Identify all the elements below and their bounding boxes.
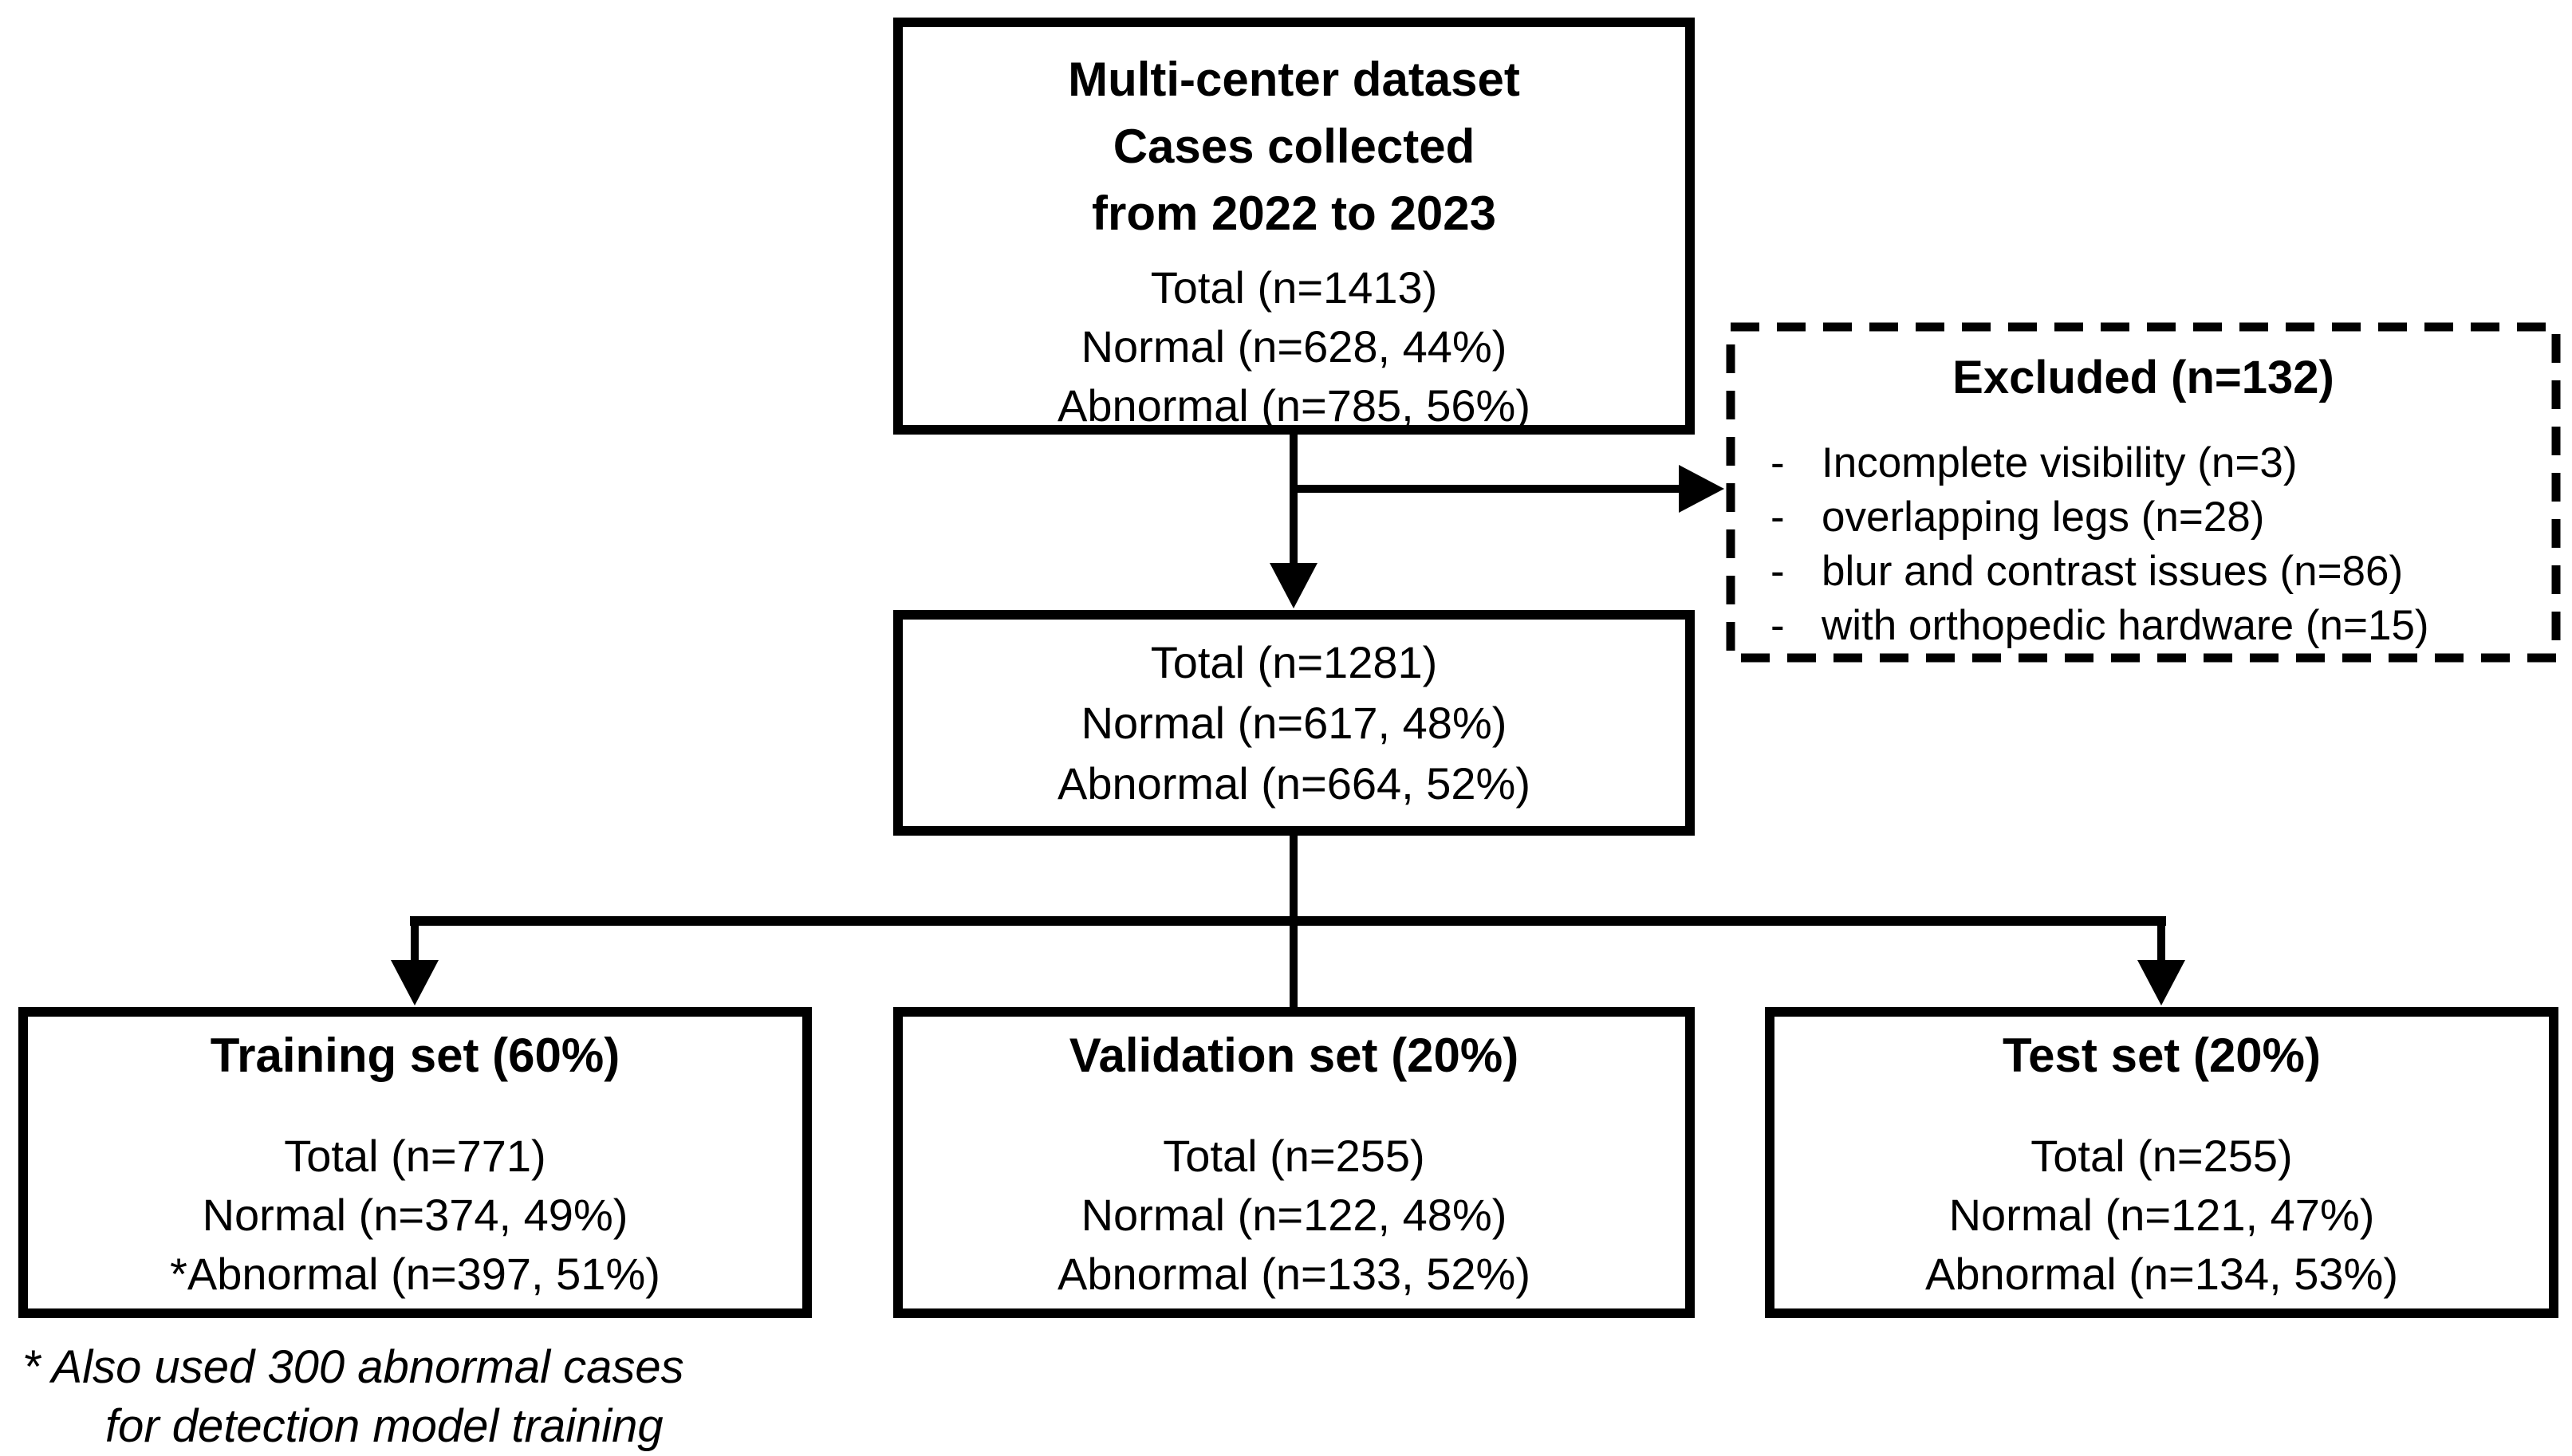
test-set-stats: Total (n=255) Normal (n=121, 47%) Abnorm… (1925, 1127, 2398, 1304)
test-set-title: Test set (20%) (2002, 1029, 2322, 1082)
stat-abnormal: Abnormal (n=134, 53%) (1924, 1249, 2398, 1299)
stat-total: Total (n=1281) (1150, 636, 1438, 687)
stat-normal: Normal (n=121, 47%) (1948, 1190, 2375, 1240)
source-dataset-box: Multi-center dataset Cases collected fro… (893, 18, 1695, 435)
dash-bullet: - (1770, 548, 1785, 595)
excluded-reason-item: - Incomplete visibility (n=3) (1770, 436, 2556, 490)
stat-total: Total (n=1413) (1150, 262, 1438, 313)
stat-abnormal: Abnormal (n=785, 56%) (1057, 380, 1530, 431)
stat-normal: Normal (n=374, 49%) (202, 1190, 628, 1240)
excluded-reason-item: - blur and contrast issues (n=86) (1770, 545, 2556, 599)
excluded-box: Excluded (n=132) - Incomplete visibility… (1731, 327, 2556, 658)
stat-normal: Normal (n=617, 48%) (1081, 697, 1507, 748)
stat-total: Total (n=771) (284, 1131, 546, 1181)
source-title-line-3: from 2022 to 2023 (1092, 187, 1496, 240)
excluded-reason-text: Incomplete visibility (n=3) (1822, 439, 2298, 486)
training-set-stats: Total (n=771) Normal (n=374, 49%) *Abnor… (170, 1127, 660, 1304)
dash-bullet: - (1770, 439, 1785, 486)
excluded-reason-text: with orthopedic hardware (n=15) (1822, 602, 2429, 649)
stat-abnormal: Abnormal (n=664, 52%) (1057, 758, 1530, 809)
source-title-line-2: Cases collected (1113, 120, 1475, 173)
arrowhead-right-icon (1679, 465, 1724, 513)
excluded-reason-text: blur and contrast issues (n=86) (1822, 548, 2404, 595)
excluded-reason-list: - Incomplete visibility (n=3) - overlapp… (1731, 436, 2556, 653)
training-set-box: Training set (60%) Total (n=771) Normal … (18, 1007, 812, 1318)
validation-set-stats: Total (n=255) Normal (n=122, 48%) Abnorm… (1058, 1127, 1530, 1304)
test-set-box: Test set (20%) Total (n=255) Normal (n=1… (1765, 1007, 2558, 1318)
stat-abnormal: Abnormal (n=133, 52%) (1057, 1249, 1530, 1299)
excluded-reason-item: - with orthopedic hardware (n=15) (1770, 599, 2556, 653)
excluded-reason-text: overlapping legs (n=28) (1822, 494, 2265, 541)
stat-abnormal: *Abnormal (n=397, 51%) (170, 1249, 660, 1299)
excluded-box-dashed-border (1726, 322, 2561, 663)
arrowhead-down-icon (1270, 563, 1318, 608)
stat-total: Total (n=255) (1163, 1131, 1425, 1181)
source-title-line-1: Multi-center dataset (1068, 53, 1520, 106)
stat-total: Total (n=255) (2030, 1131, 2293, 1181)
arrowhead-down-icon (2137, 960, 2185, 1005)
stat-normal: Normal (n=628, 44%) (1081, 321, 1507, 372)
filtered-dataset-box: Total (n=1281) Normal (n=617, 48%) Abnor… (893, 610, 1695, 836)
footnote-line-2: for detection model training (105, 1400, 664, 1452)
dash-bullet: - (1770, 494, 1785, 541)
validation-set-title: Validation set (20%) (1069, 1029, 1519, 1082)
excluded-title: Excluded (n=132) (1952, 352, 2334, 403)
source-dataset-title: Multi-center dataset Cases collected fro… (1068, 46, 1520, 247)
dash-bullet: - (1770, 602, 1785, 649)
source-dataset-stats: Total (n=1413) Normal (n=628, 44%) Abnor… (1058, 258, 1530, 435)
filtered-dataset-stats: Total (n=1281) Normal (n=617, 48%) Abnor… (1058, 632, 1530, 814)
training-set-title: Training set (60%) (210, 1029, 620, 1082)
excluded-reason-item: - overlapping legs (n=28) (1770, 490, 2556, 545)
arrowhead-down-icon (391, 960, 439, 1005)
stat-normal: Normal (n=122, 48%) (1081, 1190, 1507, 1240)
footnote: * Also used 300 abnormal cases for detec… (22, 1338, 684, 1456)
footnote-line-1: * Also used 300 abnormal cases (22, 1341, 684, 1393)
validation-set-box: Validation set (20%) Total (n=255) Norma… (893, 1007, 1695, 1318)
